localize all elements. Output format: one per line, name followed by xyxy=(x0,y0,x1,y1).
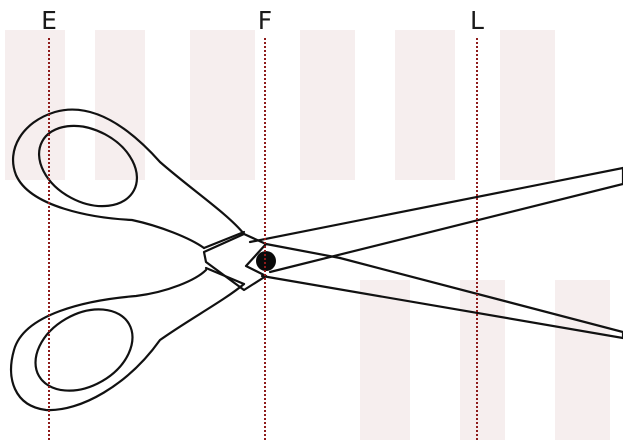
reference-label-l: L xyxy=(470,8,484,33)
lower-handle-ring xyxy=(21,293,147,407)
reference-label-f: F xyxy=(258,8,272,33)
lower-handle-outer xyxy=(11,270,244,410)
upper-blade xyxy=(250,168,623,272)
reference-label-e: E xyxy=(41,8,57,33)
background-watermark xyxy=(5,30,610,440)
